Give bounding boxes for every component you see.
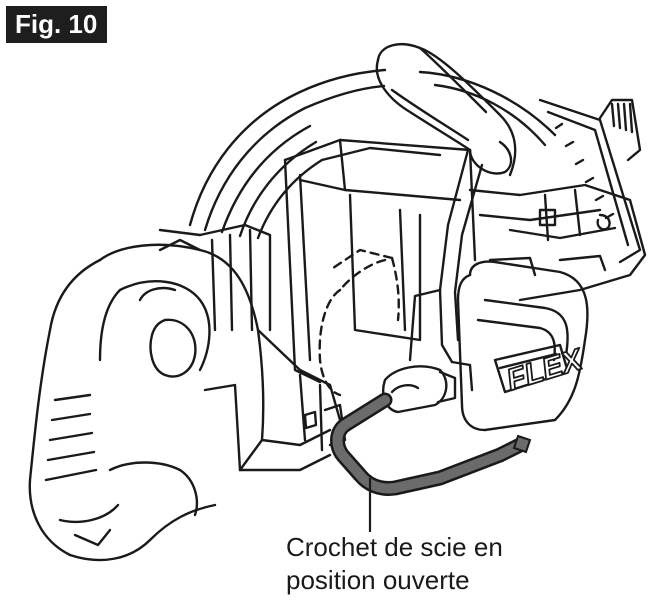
saw-hook: [330, 392, 532, 496]
callout-text: Crochet de scie en position ouverte: [286, 531, 646, 597]
base-plate: [468, 183, 647, 302]
callout-line-1: Crochet de scie en: [286, 532, 503, 562]
rear-grip: [28, 238, 265, 562]
motor-housing: [283, 138, 477, 384]
battery-pack: [456, 260, 589, 432]
callout-line-2: position ouverte: [286, 565, 470, 595]
figure-label: Fig. 10: [6, 6, 108, 43]
depth-lever: [408, 148, 484, 364]
blade-guard: [188, 68, 557, 240]
bevel-scale: [538, 98, 642, 264]
rear-handle: [375, 43, 517, 177]
lever-knob: [382, 360, 474, 414]
hidden-hook-outline: [318, 248, 400, 397]
